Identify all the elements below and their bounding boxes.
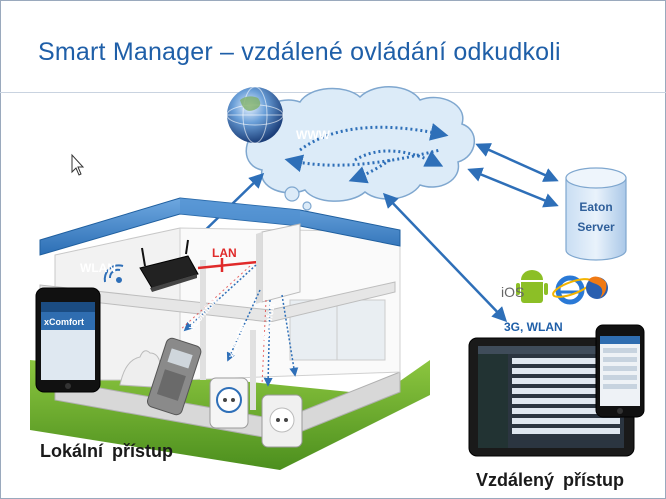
local-access-caption: Lokální přístup	[40, 441, 174, 461]
ios-label: iOS	[501, 284, 525, 300]
firefox-icon	[586, 276, 608, 299]
smartphone-remote-icon	[595, 324, 645, 418]
router-icon	[139, 239, 199, 292]
internet-cloud	[245, 86, 476, 211]
lan-cable	[197, 258, 259, 272]
cloud-traffic-arrows	[284, 123, 449, 184]
cloud-server-link	[467, 143, 559, 208]
smart-manager-device-icon	[256, 223, 301, 304]
xcomfort-links	[183, 264, 299, 387]
wall-socket-icon	[261, 394, 303, 448]
remote-control-icon	[147, 337, 202, 416]
mouse-cursor-icon	[71, 153, 85, 176]
smartphone-local-icon	[35, 287, 101, 393]
phone-app-label: xComfort	[44, 317, 84, 327]
android-icon	[516, 270, 548, 303]
connection-label: 3G, WLAN	[504, 320, 563, 334]
cloud-label: WWW	[296, 128, 330, 142]
wlan-label: WLAN	[80, 261, 116, 275]
slide-title: Smart Manager – vzdálené ovládání odkudk…	[38, 38, 561, 66]
smart-plug-icon	[209, 377, 249, 429]
cloud-tablet-link	[382, 192, 508, 323]
globe-icon	[226, 86, 284, 144]
wifi-icon	[103, 264, 124, 283]
eaton-server-icon	[565, 167, 627, 261]
xcomfort-link-shadows	[179, 265, 267, 386]
tablet-icon	[468, 337, 635, 457]
server-label-line2: Server	[577, 220, 615, 234]
lan-label: LAN	[212, 246, 237, 260]
server-label-line1: Eaton	[579, 200, 613, 214]
remote-access-caption: Vzdálený přístup	[476, 470, 625, 490]
server-label: Eaton Server	[566, 197, 626, 237]
